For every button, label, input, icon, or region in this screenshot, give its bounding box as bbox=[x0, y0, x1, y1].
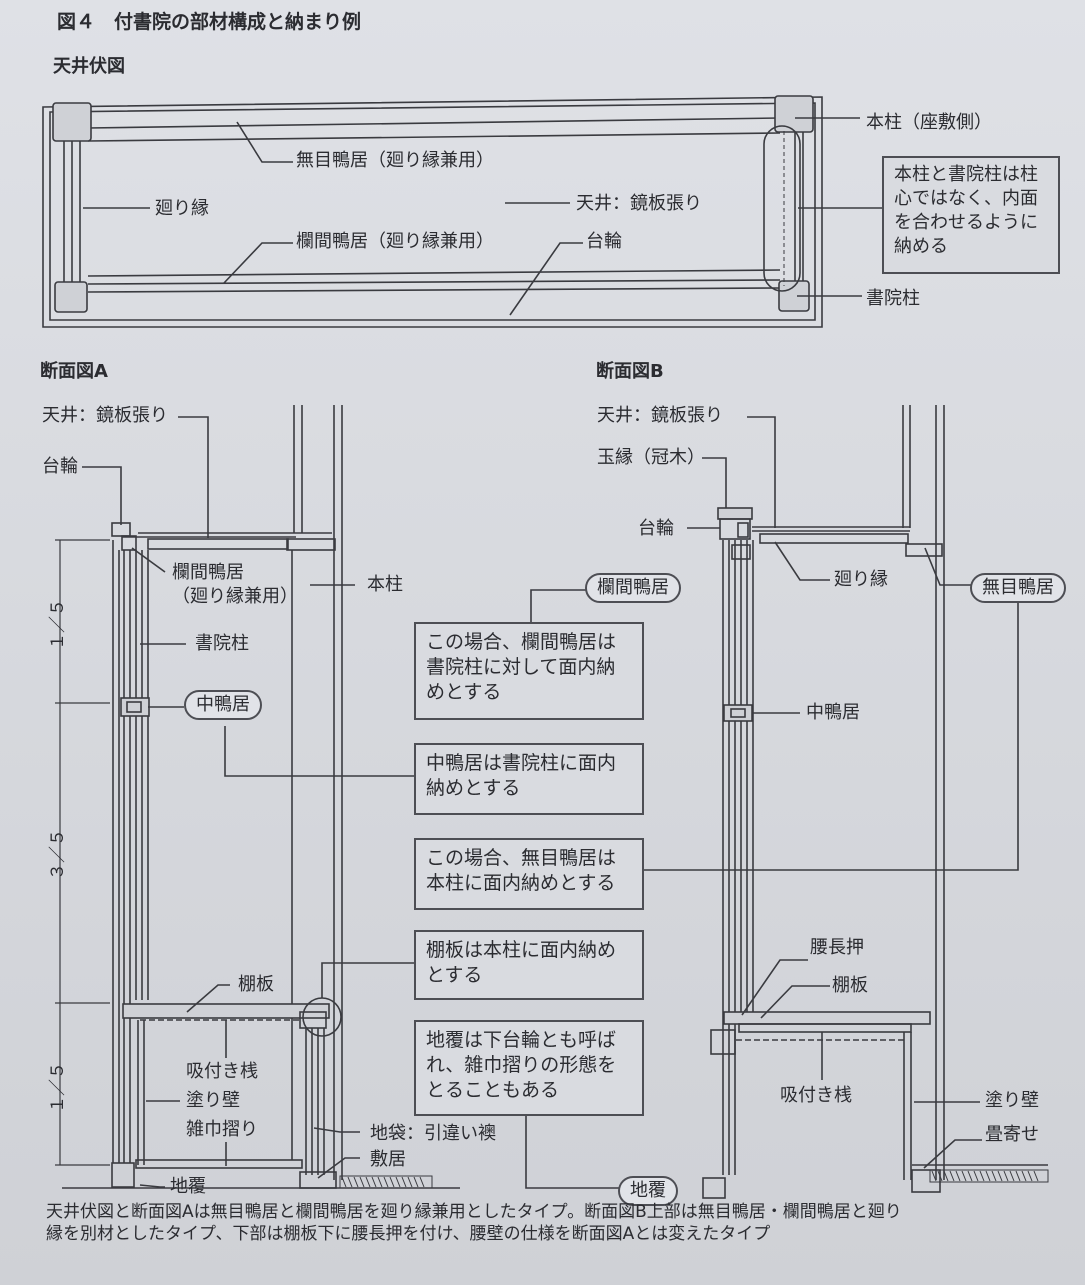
sec-a-label-zokin: 雑巾摺り bbox=[186, 1119, 258, 1140]
plan-label-dairin: 台輪 bbox=[586, 231, 622, 252]
note-line: とることもある bbox=[426, 1079, 560, 1101]
sec-b-pill-ranma: 欄間鴨居 bbox=[585, 573, 681, 603]
note-line: 納めとする bbox=[426, 777, 521, 799]
plan-note-line: 本柱と書院柱は柱 bbox=[894, 164, 1038, 185]
dim-label-top: １／５ bbox=[48, 599, 68, 650]
sec-a-label-jibukuro: 地袋：引違い襖 bbox=[370, 1123, 496, 1144]
section-a-drawing bbox=[55, 405, 460, 1189]
plan-label-mumegamoi: 無目鴨居（廻り縁兼用） bbox=[296, 150, 494, 171]
note-box-mumegamoi: この場合、無目鴨居は 本柱に面内納めとする bbox=[414, 838, 644, 910]
note-line: この場合、欄間鴨居は bbox=[426, 631, 617, 653]
sec-b-pill-jiooi: 地覆 bbox=[618, 1176, 678, 1206]
figure-title: 図４ 付書院の部材構成と納まり例 bbox=[57, 11, 362, 33]
plan-note-line: 納める bbox=[894, 236, 948, 257]
plan-label-ranma: 欄間鴨居（廻り縁兼用） bbox=[296, 231, 494, 252]
note-box-jiooi: 地覆は下台輪とも呼ば れ、雑巾摺りの形態を とることもある bbox=[414, 1020, 644, 1116]
sec-a-label-dairin: 台輪 bbox=[42, 456, 78, 477]
plan-label-honbashira: 本柱（座敷側） bbox=[866, 112, 992, 133]
sec-b-label-tenjo: 天井：鏡板張り bbox=[597, 405, 723, 426]
sec-a-label-shoinbashira: 書院柱 bbox=[195, 633, 249, 654]
caption-line-1: 天井伏図と断面図Aは無目鴨居と欄間鴨居を廻り縁兼用としたタイプ。断面図B上部は無… bbox=[46, 1202, 902, 1222]
sec-b-label-mawaribuchi: 廻り縁 bbox=[834, 569, 888, 590]
callout-connectors bbox=[224, 589, 1019, 1189]
plan-label-mawaribuchi: 廻り縁 bbox=[155, 198, 209, 219]
sec-a-label-ranma-1: 欄間鴨居 bbox=[172, 562, 244, 583]
sec-b-label-dairin: 台輪 bbox=[638, 518, 674, 539]
plan-label-tenjo: 天井：鏡板張り bbox=[576, 193, 702, 214]
sec-b-label-suitsuki: 吸付き桟 bbox=[780, 1085, 852, 1106]
plan-title: 天井伏図 bbox=[53, 56, 125, 77]
ceiling-plan-drawing bbox=[42, 95, 882, 328]
plan-label-shoinbashira: 書院柱 bbox=[866, 288, 920, 309]
sec-b-label-tanaita: 棚板 bbox=[832, 975, 868, 996]
sec-a-label-suitsuki: 吸付き桟 bbox=[186, 1061, 258, 1082]
sec-a-label-jiooi: 地覆 bbox=[170, 1176, 206, 1197]
plan-note-box: 本柱と書院柱は柱 心ではなく、内面 を合わせるように 納める bbox=[882, 156, 1060, 274]
note-line: この場合、無目鴨居は bbox=[426, 847, 617, 869]
plan-note-line: を合わせるように bbox=[894, 212, 1038, 233]
dim-label-bottom: １／５ bbox=[48, 1062, 68, 1113]
sec-a-label-tenjo: 天井：鏡板張り bbox=[42, 405, 168, 426]
section-a-title: 断面図A bbox=[40, 361, 108, 382]
note-line: 地覆は下台輪とも呼ば bbox=[426, 1029, 617, 1051]
caption-line-2: 縁を別材としたタイプ、下部は棚板下に腰長押を付け、腰壁の仕様を断面図Aとは変えた… bbox=[46, 1224, 771, 1244]
note-box-tanaita: 棚板は本柱に面内納め とする bbox=[414, 930, 644, 1000]
sec-a-label-nurikabe: 塗り壁 bbox=[186, 1090, 240, 1111]
plan-note-line: 心ではなく、内面 bbox=[894, 188, 1038, 209]
note-line: とする bbox=[426, 964, 483, 986]
sec-a-label-tanaita: 棚板 bbox=[238, 974, 274, 995]
sec-b-label-nurikabe: 塗り壁 bbox=[985, 1090, 1039, 1111]
sec-a-label-honbashira: 本柱 bbox=[367, 574, 403, 595]
dim-label-middle: ３／５ bbox=[48, 829, 68, 880]
sec-b-pill-mumegamoi: 無目鴨居 bbox=[970, 573, 1066, 603]
sec-a-label-shikii: 敷居 bbox=[370, 1149, 406, 1170]
sec-b-label-koshinageshi: 腰長押 bbox=[810, 937, 864, 958]
sec-a-pill-nakagamoi: 中鴨居 bbox=[184, 690, 262, 720]
note-line: 本柱に面内納めとする bbox=[426, 872, 616, 894]
note-line: めとする bbox=[426, 681, 502, 703]
note-line: 棚板は本柱に面内納め bbox=[426, 939, 617, 961]
note-line: れ、雑巾摺りの形態を bbox=[426, 1054, 617, 1076]
note-line: 中鴨居は書院柱に面内 bbox=[426, 752, 617, 774]
sec-b-label-tamabuchi: 玉縁（冠木） bbox=[597, 447, 705, 468]
note-box-ranma: この場合、欄間鴨居は 書院柱に対して面内納 めとする bbox=[414, 622, 644, 720]
sec-a-label-ranma-2: （廻り縁兼用） bbox=[172, 586, 298, 607]
sec-b-label-nakagamoi: 中鴨居 bbox=[806, 702, 860, 723]
note-line: 書院柱に対して面内納 bbox=[426, 656, 616, 678]
note-box-nakagamoi: 中鴨居は書院柱に面内 納めとする bbox=[414, 743, 644, 815]
sec-b-label-tatamiyose: 畳寄せ bbox=[985, 1124, 1039, 1145]
section-b-drawing bbox=[687, 405, 1049, 1199]
section-b-title: 断面図B bbox=[596, 361, 664, 382]
